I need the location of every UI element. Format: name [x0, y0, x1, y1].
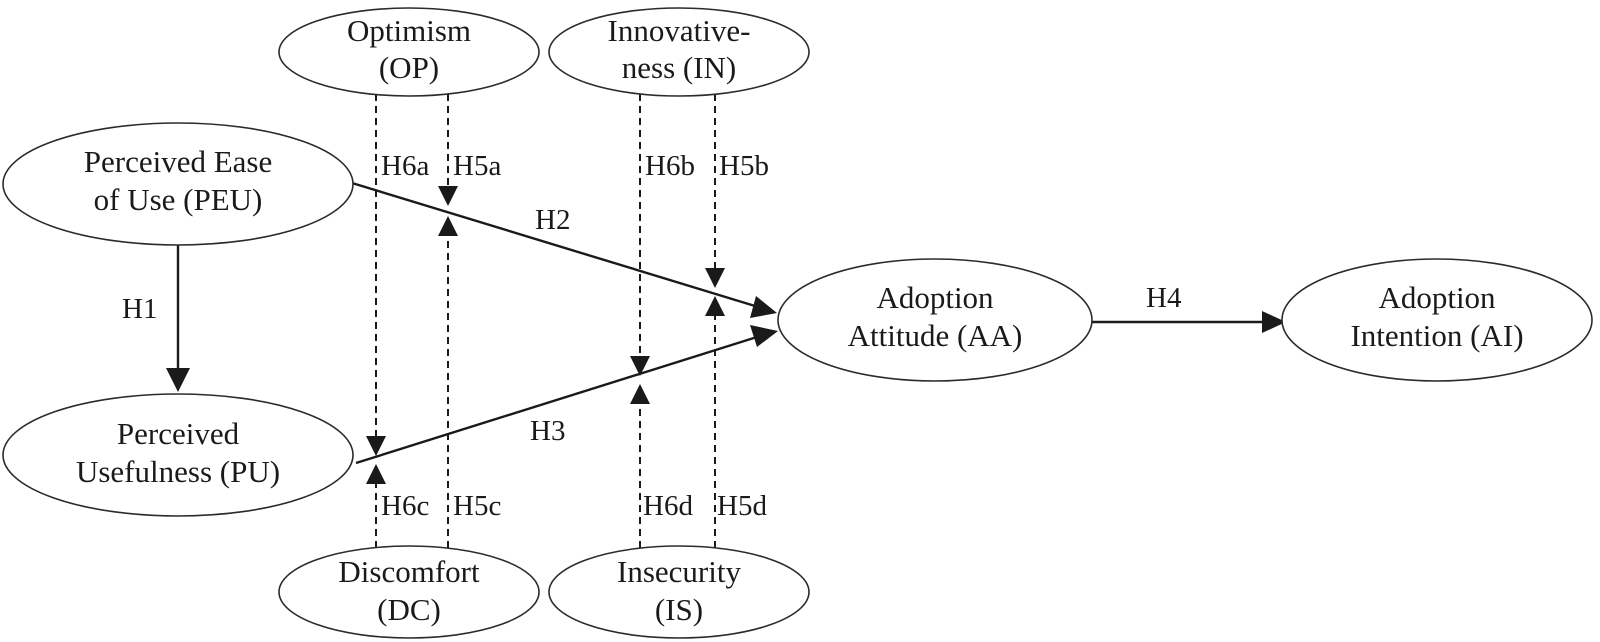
label-h6b: H6b	[645, 150, 695, 182]
node-pu: Perceived Usefulness (PU)	[2, 393, 354, 517]
label-h1: H1	[122, 293, 157, 325]
label-h2: H2	[535, 204, 570, 236]
node-innovativeness-line1: Innovative-	[608, 13, 751, 48]
edge-h5b-arrowhead	[705, 268, 725, 288]
edge-h6d-arrowhead	[630, 384, 650, 404]
node-discomfort-line1: Discomfort	[338, 554, 480, 589]
edge-h5a-arrowhead	[438, 186, 458, 206]
node-innovativeness-line2: ness (IN)	[622, 50, 737, 85]
node-pu-shape	[2, 393, 354, 517]
label-h6d: H6d	[643, 490, 693, 522]
node-peu-line2: of Use (PEU)	[94, 182, 263, 217]
node-insecurity: Insecurity (IS)	[548, 545, 810, 639]
node-ai-shape	[1281, 258, 1593, 382]
edge-h6b-arrowhead	[630, 356, 650, 376]
node-aa-line1: Adoption	[876, 280, 994, 315]
node-insecurity-line1: Insecurity	[617, 554, 741, 589]
node-pu-line2: Usefulness (PU)	[76, 454, 280, 489]
label-h5a: H5a	[453, 150, 501, 182]
node-discomfort: Discomfort (DC)	[278, 545, 540, 639]
node-ai-line1: Adoption	[1378, 280, 1496, 315]
edge-h6a-arrowhead	[366, 436, 386, 456]
node-aa-line2: Attitude (AA)	[848, 318, 1023, 353]
label-h5c: H5c	[453, 490, 501, 522]
edge-h2-line	[351, 181, 756, 308]
node-discomfort-shape	[278, 545, 540, 639]
node-innovativeness-shape	[548, 7, 810, 97]
node-pu-line1: Perceived	[117, 416, 240, 451]
edge-h5d-arrowhead	[705, 296, 725, 316]
label-h5d: H5d	[717, 490, 767, 522]
node-ai: Adoption Intention (AI)	[1281, 258, 1593, 382]
label-h5b: H5b	[719, 150, 769, 182]
label-h6c: H6c	[381, 490, 429, 522]
node-aa: Adoption Attitude (AA)	[777, 258, 1093, 382]
node-optimism: Optimism (OP)	[278, 7, 540, 97]
node-aa-shape	[777, 258, 1093, 382]
node-peu-shape	[2, 122, 354, 246]
edge-h3-line	[355, 335, 758, 465]
node-ai-line2: Intention (AI)	[1350, 318, 1523, 353]
label-h4: H4	[1146, 282, 1182, 314]
node-optimism-line1: Optimism	[347, 13, 471, 48]
node-discomfort-line2: (DC)	[377, 592, 441, 627]
label-h6a: H6a	[381, 150, 429, 182]
node-innovativeness: Innovative- ness (IN)	[548, 7, 810, 97]
edge-h4-arrowhead	[1262, 311, 1286, 333]
node-peu-line1: Perceived Ease	[84, 144, 272, 179]
edge-h1-arrowhead	[166, 368, 190, 392]
edge-h6c-arrowhead	[366, 464, 386, 484]
node-insecurity-line2: (IS)	[655, 592, 703, 627]
node-optimism-line2: (OP)	[379, 50, 439, 85]
edge-h2-arrowhead	[750, 296, 777, 318]
node-optimism-shape	[278, 7, 540, 97]
edge-h3-arrowhead	[750, 325, 778, 347]
node-peu: Perceived Ease of Use (PEU)	[2, 122, 354, 246]
label-h3: H3	[530, 415, 565, 447]
edge-h5c-arrowhead	[438, 216, 458, 236]
node-insecurity-shape	[548, 545, 810, 639]
